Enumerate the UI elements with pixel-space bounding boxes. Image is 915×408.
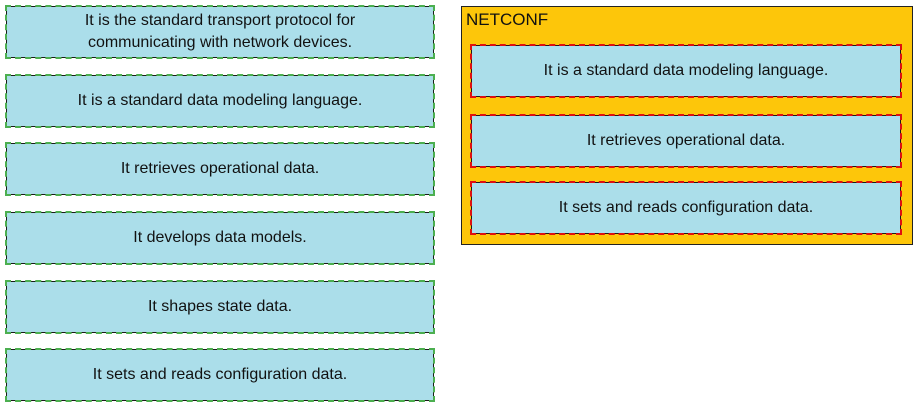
source-item-retrieves-operational-data[interactable]: It retrieves operational data. bbox=[5, 142, 435, 196]
source-item-shapes-state-data[interactable]: It shapes state data. bbox=[5, 280, 435, 334]
source-item-transport-protocol[interactable]: It is the standard transport protocol fo… bbox=[5, 5, 435, 59]
source-item-sets-reads-config[interactable]: It sets and reads configuration data. bbox=[5, 348, 435, 402]
source-item-data-modeling-language[interactable]: It is a standard data modeling language. bbox=[5, 74, 435, 128]
item-label: It is a standard data modeling language. bbox=[543, 62, 829, 79]
source-item-develops-data-models[interactable]: It develops data models. bbox=[5, 211, 435, 265]
item-label: It sets and reads configuration data. bbox=[558, 199, 814, 216]
netconf-drop-zone[interactable]: NETCONF It is a standard data modeling l… bbox=[461, 6, 913, 245]
drop-zone-title: NETCONF bbox=[466, 10, 549, 29]
placed-item-data-modeling-language[interactable]: It is a standard data modeling language. bbox=[470, 44, 902, 98]
item-label: It retrieves operational data. bbox=[586, 132, 786, 149]
item-label: It is the standard transport protocol fo… bbox=[84, 12, 356, 51]
item-label: It shapes state data. bbox=[147, 298, 293, 315]
placed-item-sets-reads-config[interactable]: It sets and reads configuration data. bbox=[470, 181, 902, 235]
item-label: It develops data models. bbox=[133, 229, 307, 246]
placed-item-retrieves-operational-data[interactable]: It retrieves operational data. bbox=[470, 114, 902, 168]
item-label: It is a standard data modeling language. bbox=[77, 92, 363, 109]
item-label: It sets and reads configuration data. bbox=[92, 366, 348, 383]
item-label: It retrieves operational data. bbox=[120, 160, 320, 177]
